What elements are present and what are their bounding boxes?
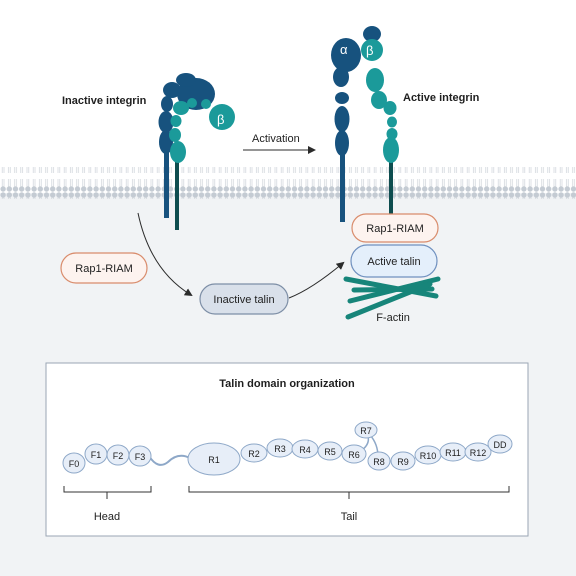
f-actin-label: F-actin <box>376 312 410 324</box>
rap1-riam-left-label: Rap1-RIAM <box>75 263 132 275</box>
active-integrin-label: Active integrin <box>403 92 480 104</box>
active-alpha-label: α <box>340 42 348 57</box>
domain-box-title: Talin domain organization <box>219 378 355 390</box>
head-tail-linker <box>148 454 191 466</box>
domain-f0 <box>62 452 86 474</box>
domain-r3-label: R3 <box>274 444 286 454</box>
activation-label: Activation <box>252 133 300 145</box>
domain-dd <box>487 434 513 454</box>
tail-bracket <box>188 486 510 499</box>
domain-r10-label: R10 <box>420 451 437 461</box>
domain-r6-label: R6 <box>348 450 360 460</box>
plasma-membrane <box>0 167 576 199</box>
tail-label: Tail <box>341 511 358 523</box>
domain-f1-label: F1 <box>91 450 102 460</box>
active-talin-label: Active talin <box>367 256 420 268</box>
domain-r9-label: R9 <box>397 457 409 467</box>
domain-r12 <box>464 442 492 462</box>
domain-r5-label: R5 <box>324 447 336 457</box>
domain-f3 <box>128 445 152 467</box>
f-actin-filaments <box>343 276 441 320</box>
inactive-integrin: α β <box>158 73 235 230</box>
domain-r6 <box>341 444 367 464</box>
active-talin <box>350 244 438 278</box>
domain-r9 <box>390 451 416 471</box>
inactive-beta-subunit <box>169 98 235 230</box>
domain-r4-label: R4 <box>299 445 311 455</box>
rap1-riam-left <box>60 252 148 284</box>
domain-r1-label: R1 <box>208 455 220 465</box>
domain-f2-label: F2 <box>113 451 124 461</box>
inactive-talin-label: Inactive talin <box>213 294 274 306</box>
active-alpha-subunit <box>331 26 381 222</box>
activation-talin-arrow <box>288 261 345 299</box>
rap1-riam-right <box>351 213 439 243</box>
domain-r2-label: R2 <box>248 449 260 459</box>
domain-f3-label: F3 <box>135 452 146 462</box>
domain-dd-label: DD <box>494 440 507 450</box>
domain-f0-label: F0 <box>69 459 80 469</box>
head-label: Head <box>94 511 120 523</box>
inactive-integrin-label: Inactive integrin <box>62 95 147 107</box>
talin-domain-box: Talin domain organization F0 F1 F2 F3 R1… <box>45 362 529 537</box>
domain-r11-label: R11 <box>445 448 461 458</box>
active-beta-subunit <box>361 39 399 218</box>
active-integrin: α β <box>331 26 399 222</box>
domain-r7-label: R7 <box>360 426 372 436</box>
inactive-alpha-label: α <box>218 90 225 104</box>
domain-r12-label: R12 <box>470 448 487 458</box>
rap1-riam-right-label: Rap1-RIAM <box>366 223 423 235</box>
domain-r7 <box>354 421 378 439</box>
domain-r5 <box>317 441 343 461</box>
domain-r8 <box>367 451 391 471</box>
domain-r2 <box>240 443 268 463</box>
inactive-beta-label: β <box>217 112 224 127</box>
domain-r1 <box>187 442 241 476</box>
active-beta-label: β <box>366 43 373 58</box>
head-bracket <box>63 486 152 499</box>
inactive-talin <box>199 283 289 315</box>
domain-r8-label: R8 <box>373 457 385 467</box>
recruitment-arrow <box>137 212 193 297</box>
